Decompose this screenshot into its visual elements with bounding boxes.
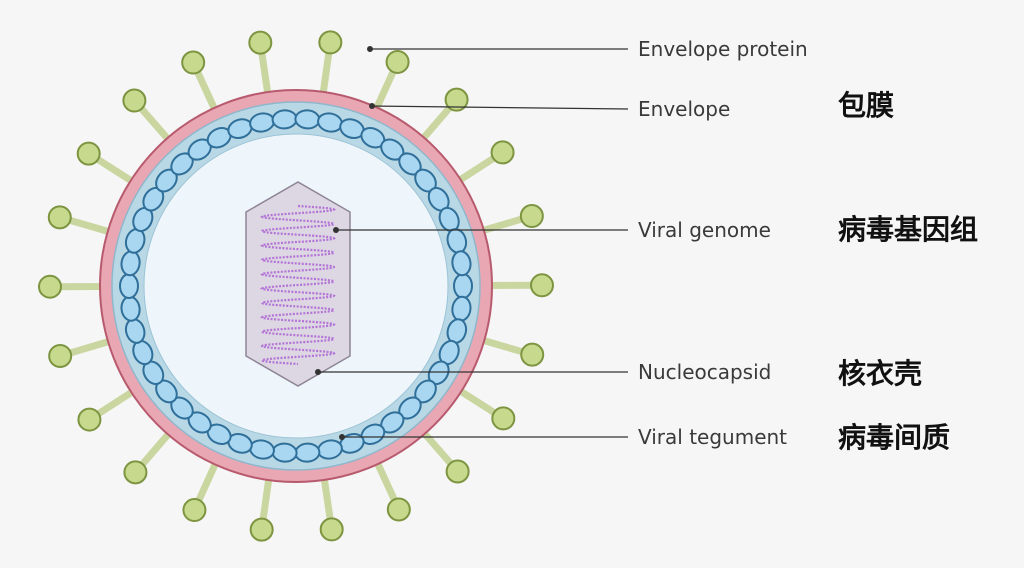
spike-head: [76, 141, 101, 166]
spike-head: [48, 343, 73, 368]
label-viral-tegument-zh: 病毒间质: [838, 421, 951, 454]
leader-dot-envelope: [369, 103, 375, 109]
spike-head: [77, 407, 102, 432]
spike-head: [490, 140, 515, 165]
spike-head: [385, 49, 410, 74]
spike-head: [520, 342, 545, 367]
envelope-protein-spikes: [38, 30, 554, 542]
spike-head: [47, 205, 72, 230]
spike-head: [491, 406, 516, 431]
spike-head: [318, 30, 343, 55]
capsomere: [451, 250, 472, 277]
spike-head: [181, 50, 206, 75]
tegument-capsomeres: [119, 109, 473, 463]
spike-head: [182, 498, 207, 523]
leader-envelope: [371, 105, 629, 110]
leader-dot-envelope-protein: [367, 46, 373, 52]
spike-head: [38, 274, 63, 299]
spike-head: [123, 460, 148, 485]
capsomere: [271, 442, 298, 463]
spike-head: [249, 517, 274, 542]
leader-dot-nucleocapsid: [315, 369, 321, 375]
spike-head: [529, 273, 554, 298]
label-envelope-protein: Envelope protein: [638, 37, 808, 61]
label-envelope-zh: 包膜: [838, 89, 895, 122]
label-nucleocapsid-zh: 核衣壳: [838, 357, 923, 390]
spike-head: [122, 88, 147, 113]
spike-head: [519, 204, 544, 229]
capsomere: [294, 442, 321, 463]
spike-head: [386, 497, 411, 522]
leader-dot-viral-tegument: [339, 434, 345, 440]
spike-head: [319, 517, 344, 542]
leader-dots: [315, 46, 375, 440]
capsomere: [294, 109, 321, 130]
label-viral-genome-zh: 病毒基因组: [838, 213, 979, 246]
label-viral-genome: Viral genome: [638, 218, 771, 242]
capsomere: [271, 109, 298, 130]
leader-lines: [318, 48, 629, 438]
spike-head: [444, 87, 469, 112]
spike-head: [445, 459, 470, 484]
label-envelope: Envelope: [638, 97, 731, 121]
viral-genome-helix: [260, 204, 336, 366]
capsomere: [119, 273, 139, 299]
label-viral-tegument: Viral tegument: [638, 425, 788, 449]
spike-head: [248, 30, 273, 55]
leader-dot-viral-genome: [333, 227, 339, 233]
label-nucleocapsid: Nucleocapsid: [638, 360, 772, 384]
capsomere: [453, 273, 473, 299]
